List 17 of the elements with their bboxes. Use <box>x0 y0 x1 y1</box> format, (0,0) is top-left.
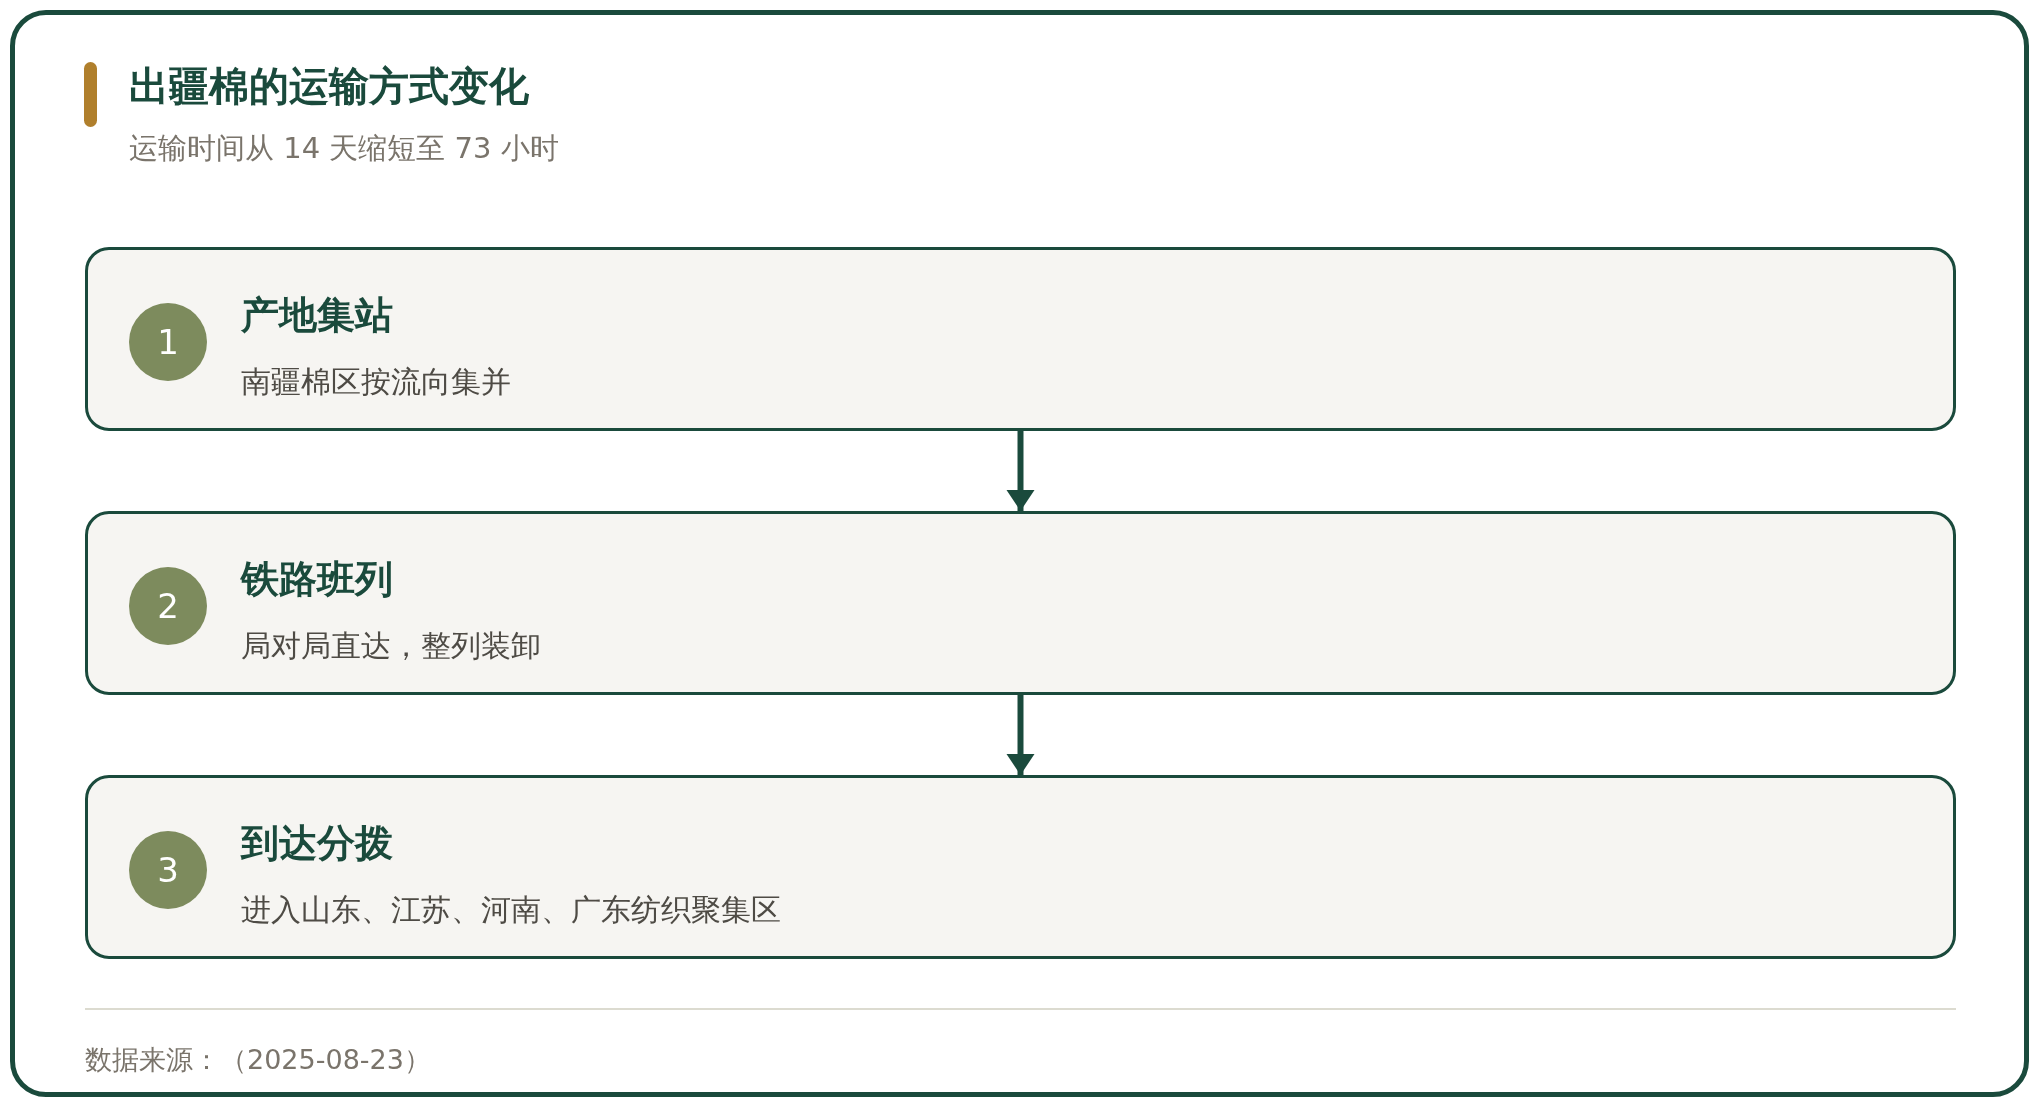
step-description: 进入山东、江苏、河南、广东纺织聚集区 <box>241 892 781 928</box>
step-number: 3 <box>157 850 179 890</box>
subtitle: 运输时间从 14 天缩短至 73 小时 <box>129 130 559 166</box>
step-title: 铁路班列 <box>241 557 393 601</box>
arrow <box>1006 695 1035 775</box>
source-note: 数据来源：（2025-08-23） <box>85 1043 431 1077</box>
step-description: 局对局直达，整列装卸 <box>241 628 541 664</box>
step-description: 南疆棉区按流向集并 <box>241 364 511 400</box>
step-card <box>85 775 1956 959</box>
step-card <box>85 247 1956 431</box>
step-number: 2 <box>157 586 179 626</box>
step-card <box>85 511 1956 695</box>
step-title: 产地集站 <box>241 293 393 337</box>
step-number: 1 <box>157 322 179 362</box>
diagram-title: 出疆棉的运输方式变化 <box>129 62 529 110</box>
arrow <box>1006 431 1035 511</box>
step-title: 到达分拨 <box>241 821 393 865</box>
